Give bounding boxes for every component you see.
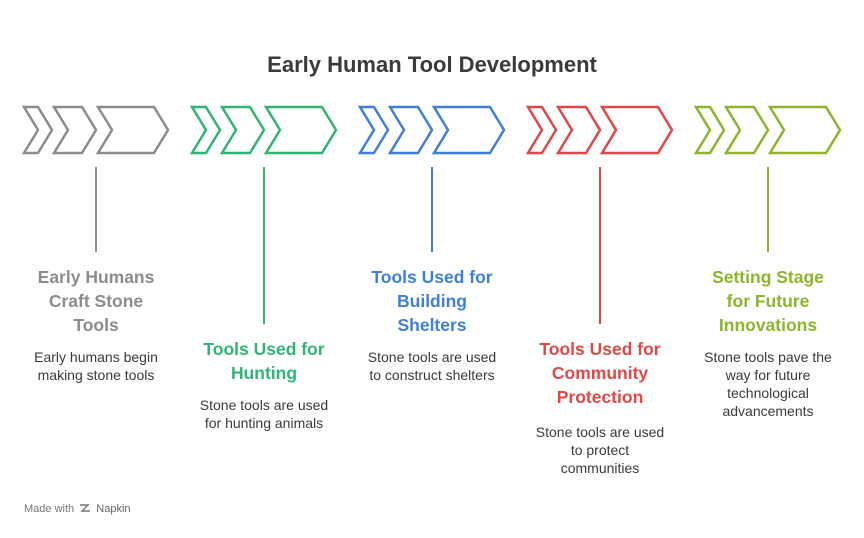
step-community-protection: Tools Used for Community Protection Ston… [516,0,684,538]
chevron-small-2 [387,105,434,155]
step-description-line: way for future [725,367,811,383]
footer-made-with: Made with [24,503,75,515]
chevron-small-1 [357,105,390,155]
diagram-title: Early Human Tool Development [267,52,597,77]
step-heading-line: for Future [726,291,810,311]
step-early-humans-craft: Early Humans Craft Stone Tools Early hum… [12,0,180,538]
step-description-line: advancements [722,403,814,419]
footer-credit: Made with Napkin [24,503,131,515]
step-heading-line: Shelters [397,315,467,335]
step-heading-line: Building [397,291,467,311]
step-heading-line: Community [551,363,649,383]
step-heading-line: Tools [73,315,119,335]
step-heading-line: Hunting [230,363,298,383]
chevron-large [599,105,674,155]
step-description-line: to construct shelters [369,367,495,383]
connector-line [599,167,601,324]
chevron-arrows-icon [189,105,338,155]
step-description-line: Stone tools are used [535,424,665,440]
chevron-arrows-icon [525,105,674,155]
step-description-line: to protect [570,442,630,458]
step-heading-line: Protection [556,387,644,407]
chevron-arrows-icon [21,105,170,155]
footer-brand: Napkin [96,503,131,515]
step-building-shelters: Tools Used for Building Shelters Stone t… [348,0,516,538]
chevron-arrows-icon [693,105,842,155]
step-hunting: Tools Used for Hunting Stone tools are u… [180,0,348,538]
step-heading-line: Setting Stage [712,267,824,287]
step-description-line: for hunting animals [204,415,324,431]
step-heading-line: Tools Used for [539,339,661,359]
step-future-innovations: Setting Stage for Future Innovations Sto… [684,0,852,538]
chevron-large [95,105,170,155]
connector-line [95,167,97,252]
chevron-small-2 [219,105,266,155]
step-heading: Setting Stage for Future Innovations [684,265,852,337]
step-description-line: Stone tools are used [367,349,497,365]
step-description-line: technological [727,385,809,401]
chevron-small-1 [21,105,54,155]
chevron-small-1 [525,105,558,155]
chevron-small-1 [693,105,726,155]
step-description-line: Stone tools pave the [704,349,832,365]
step-description: Early humans begin making stone tools [12,348,180,384]
step-description: Stone tools are used to construct shelte… [348,348,516,384]
step-heading: Early Humans Craft Stone Tools [12,265,180,337]
connector-line [767,167,769,252]
connector-line [263,167,265,324]
chevron-arrows-icon [357,105,506,155]
step-description-line: Stone tools are used [199,397,329,413]
step-heading: Tools Used for Building Shelters [348,265,516,337]
chevron-large [767,105,842,155]
step-heading-line: Innovations [718,315,818,335]
napkin-logo-icon [80,504,91,512]
step-description: Stone tools pave the way for future tech… [684,348,852,420]
step-description: Stone tools are used to protect communit… [516,423,684,477]
step-heading: Tools Used for Hunting [180,337,348,385]
step-description-line: communities [560,460,640,476]
chevron-small-2 [555,105,602,155]
step-heading-line: Craft Stone [48,291,144,311]
step-description-line: Early humans begin [34,349,158,365]
chevron-small-2 [51,105,98,155]
connector-line [431,167,433,252]
step-heading-line: Tools Used for [371,267,493,287]
chevron-large [431,105,506,155]
chevron-small-1 [189,105,222,155]
step-description-line: making stone tools [37,367,155,383]
step-description: Stone tools are used for hunting animals [180,396,348,432]
step-heading-line: Tools Used for [203,339,325,359]
chevron-large [263,105,338,155]
step-heading: Tools Used for Community Protection [516,337,684,409]
step-heading-line: Early Humans [37,267,155,287]
chevron-small-2 [723,105,770,155]
